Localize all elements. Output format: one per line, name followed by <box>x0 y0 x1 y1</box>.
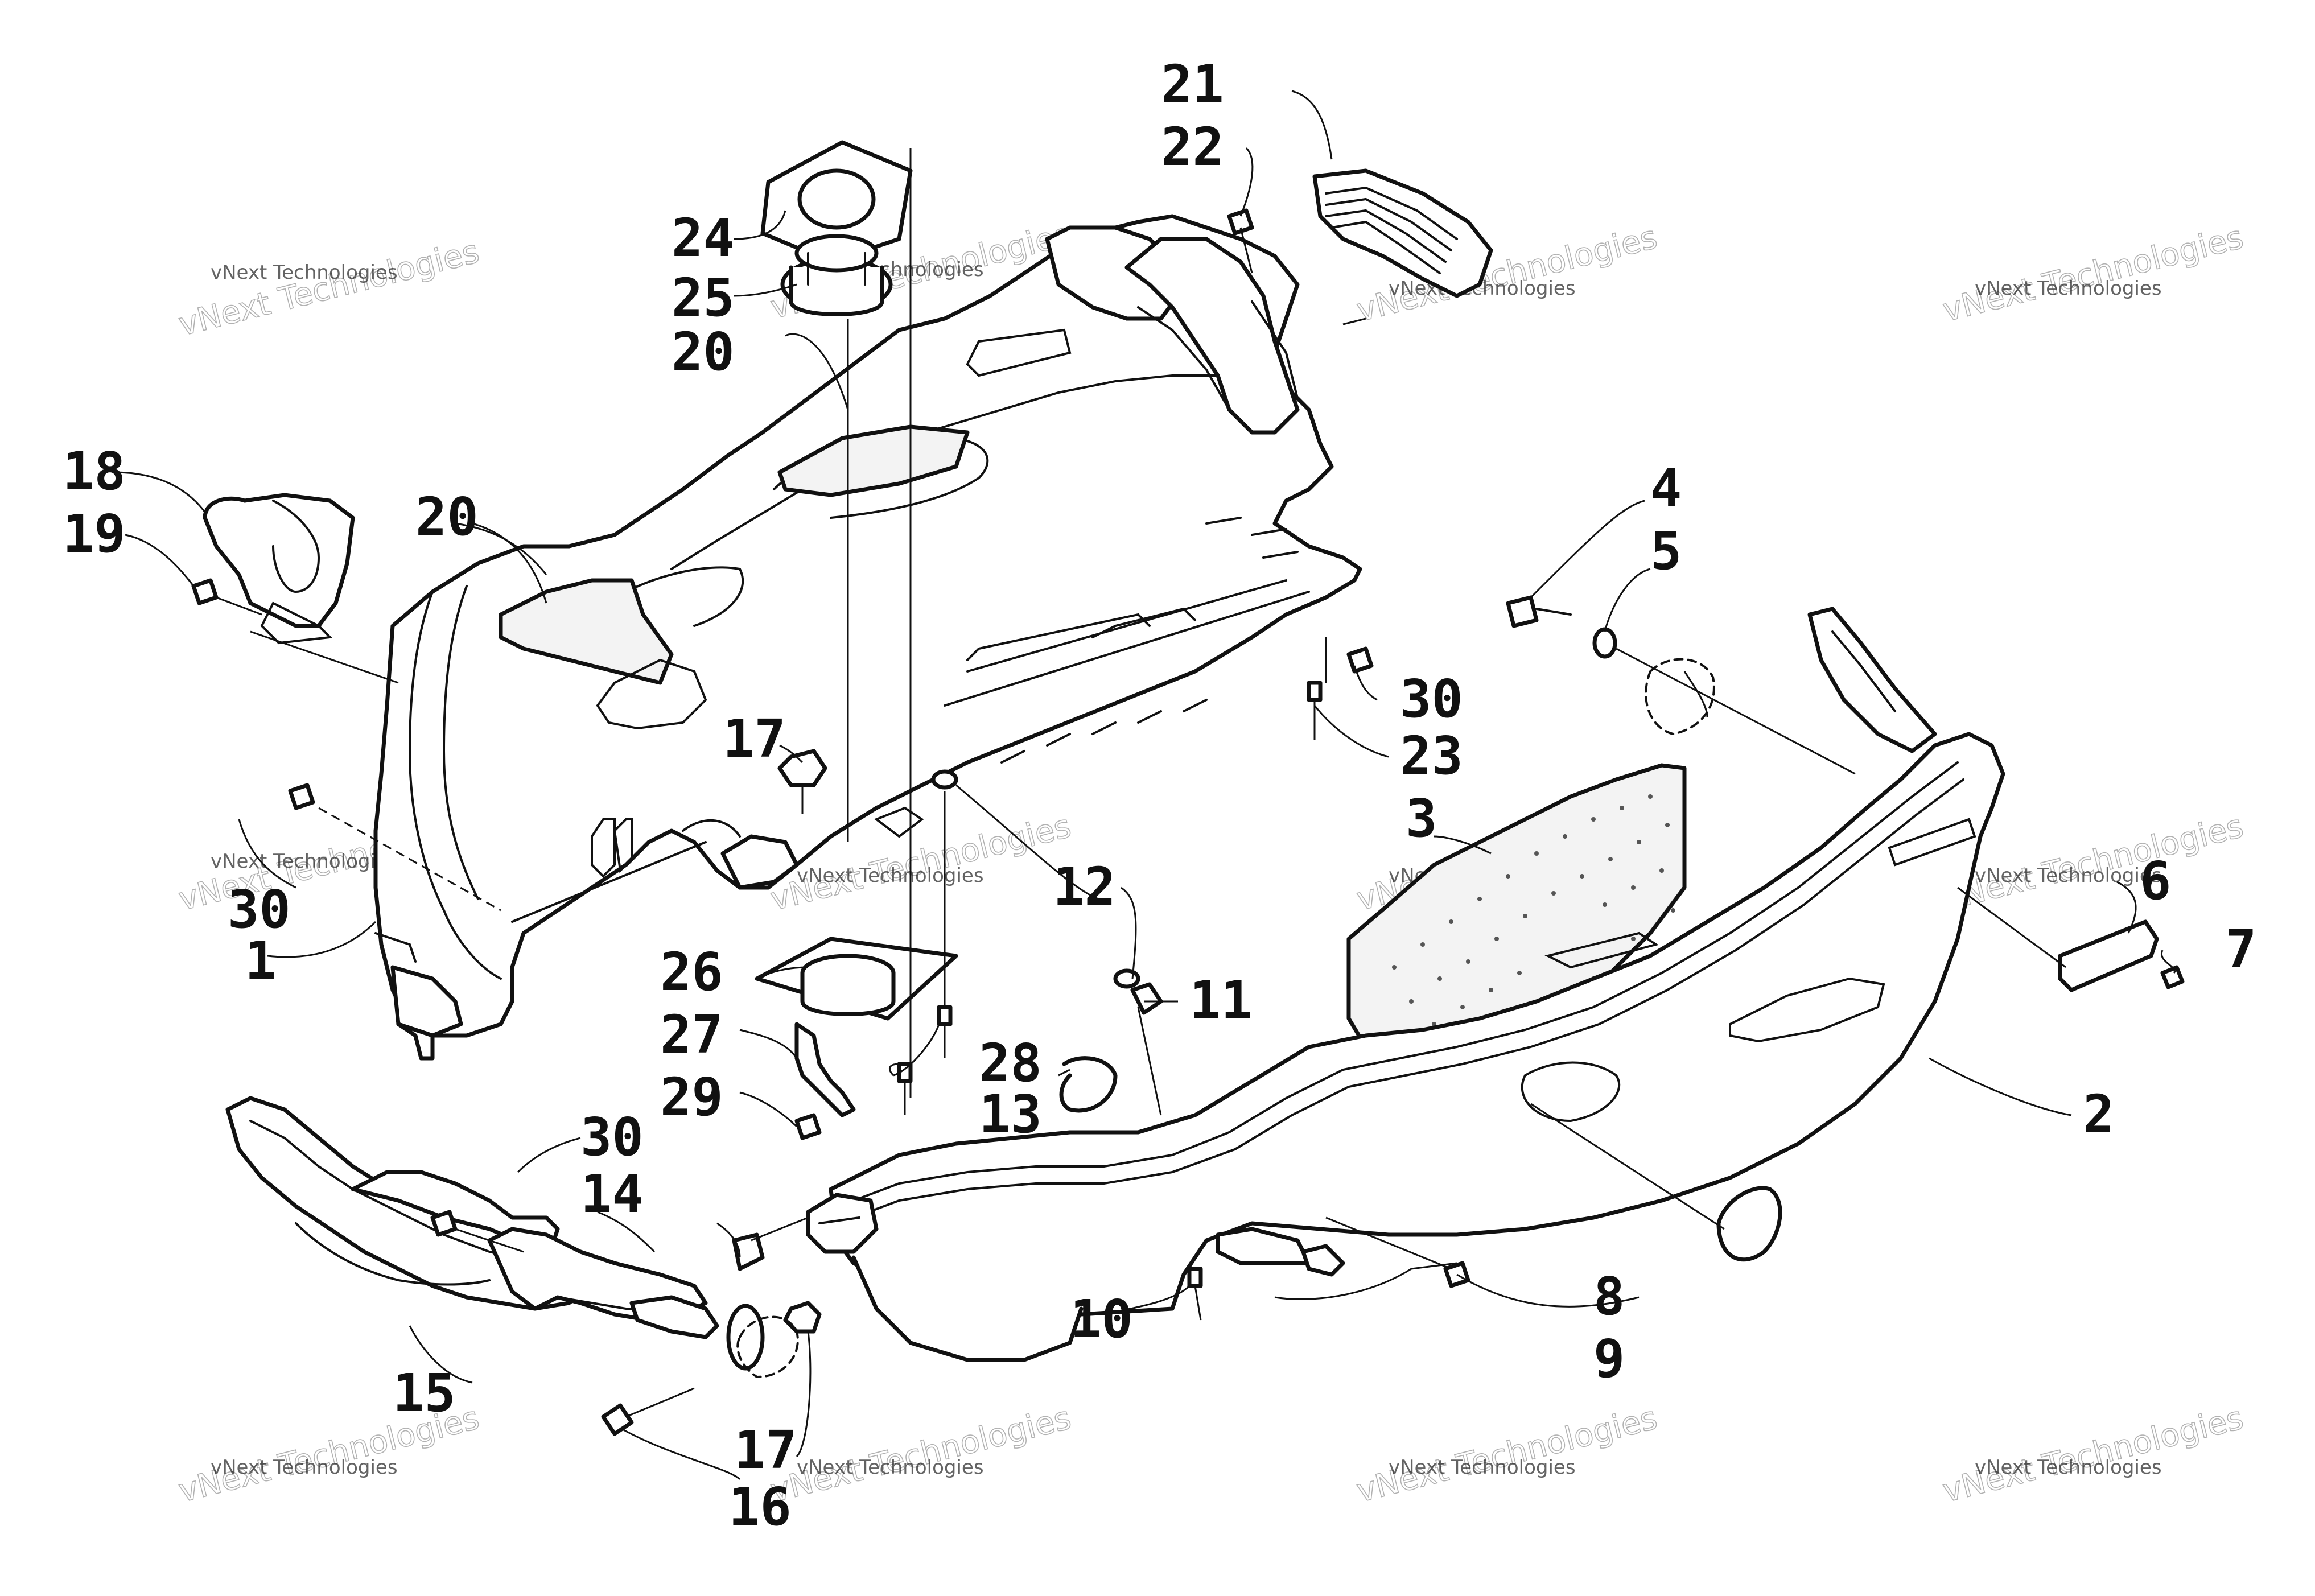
part-30-screw-b <box>288 783 315 810</box>
part-28-rivet-b <box>937 1005 953 1026</box>
part-4-bolt <box>1506 595 1539 628</box>
part-22-screw <box>1227 208 1254 236</box>
part-30-screw-c <box>430 1210 458 1237</box>
part-17-nut-top <box>777 749 827 787</box>
callout-10: 10 <box>1070 1289 1133 1350</box>
callout-2: 2 <box>2083 1084 2114 1145</box>
part-19-screw <box>191 578 219 605</box>
watermark-1: vNext Technologies vNext Technologies <box>175 233 483 344</box>
part-12-washer <box>931 769 958 790</box>
part-23-rivet <box>1307 681 1323 702</box>
watermark-10: vNext Technologies vNext Technologies <box>767 1399 1075 1511</box>
hardware <box>191 140 2185 1436</box>
leader-lines <box>113 90 2176 1480</box>
part-13-clip <box>1059 1056 1118 1113</box>
part-6-reflector <box>2058 919 2159 992</box>
svg-text:vNext Technologies: vNext Technologies <box>211 1456 398 1479</box>
foam-texture <box>1392 794 1675 1026</box>
svg-text:vNext Technologies: vNext Technologies <box>1389 1456 1576 1479</box>
svg-text:vNext Technologies: vNext Technologies <box>797 864 984 887</box>
part-1-belly-pan <box>373 214 1362 1061</box>
callout-16: 16 <box>728 1477 792 1537</box>
part-27-clamp <box>794 1022 856 1117</box>
callout-22: 22 <box>1161 117 1224 178</box>
callout-15: 15 <box>393 1363 456 1424</box>
callout-20-left: 20 <box>415 486 479 547</box>
part-10-rivet <box>1187 1267 1203 1288</box>
callout-1: 1 <box>245 930 276 991</box>
callout-18: 18 <box>63 441 126 502</box>
part-5-washer <box>1592 627 1617 659</box>
watermark-4: vNext Technologies vNext Technologies <box>1939 218 2247 330</box>
part-16-bolt <box>601 1403 634 1436</box>
part-18-boot <box>203 493 355 645</box>
part-11-clip <box>1130 982 1163 1015</box>
callout-25: 25 <box>672 267 735 328</box>
watermark-11: vNext Technologies vNext Technologies <box>1353 1399 1661 1511</box>
callout-17-bottom: 17 <box>734 1420 797 1480</box>
callout-24: 24 <box>672 208 735 269</box>
callout-27: 27 <box>660 1004 723 1065</box>
part-30-screw-a <box>1346 646 1374 674</box>
svg-text:vNext Technologies: vNext Technologies <box>767 1400 1075 1510</box>
part-8-cap <box>1716 1186 1782 1262</box>
callout-3: 3 <box>1406 788 1437 849</box>
callout-20-top: 20 <box>672 321 735 382</box>
callout-26: 26 <box>660 942 723 1003</box>
svg-text:vNext Technologies: vNext Technologies <box>1939 219 2247 329</box>
svg-text:vNext Technologies: vNext Technologies <box>1353 1400 1661 1510</box>
svg-text:vNext Technologies: vNext Technologies <box>211 261 398 284</box>
callout-19: 19 <box>63 504 126 564</box>
callout-29: 29 <box>660 1067 723 1128</box>
svg-text:vNext Technologies: vNext Technologies <box>211 850 398 873</box>
callout-5: 5 <box>1650 521 1682 582</box>
part-21-grille <box>1312 168 1493 298</box>
svg-text:vNext Technologies: vNext Technologies <box>1975 277 2162 300</box>
callout-9: 9 <box>1593 1329 1625 1389</box>
callout-14: 14 <box>580 1164 644 1224</box>
callout-30-right: 30 <box>1400 669 1463 729</box>
callout-7: 7 <box>2225 919 2256 980</box>
part-25-grommet <box>780 234 893 316</box>
part-2-side-panel <box>806 607 2005 1362</box>
part-29-bolt <box>794 1113 822 1140</box>
callout-13: 13 <box>979 1084 1042 1145</box>
part-17-nut-bottom <box>783 1301 822 1334</box>
callout-6: 6 <box>2140 851 2171 912</box>
callout-30-bottom: 30 <box>580 1107 644 1168</box>
part-15-bumper <box>225 1096 719 1339</box>
callout-23: 23 <box>1400 725 1463 786</box>
svg-text:vNext Technologies: vNext Technologies <box>1975 1456 2162 1479</box>
callouts: 1 2 3 4 5 6 7 8 9 10 11 12 13 14 15 16 1… <box>63 54 2256 1537</box>
watermark-12: vNext Technologies vNext Technologies <box>1939 1399 2247 1511</box>
callout-4: 4 <box>1650 458 1682 519</box>
svg-text:vNext Technologies: vNext Technologies <box>1939 1400 2247 1510</box>
callout-30-left: 30 <box>228 879 291 940</box>
callout-12: 12 <box>1053 856 1116 917</box>
callout-28: 28 <box>979 1033 1042 1094</box>
svg-text:vNext Technologies: vNext Technologies <box>175 233 483 344</box>
callout-8: 8 <box>1593 1266 1625 1327</box>
assembly-lines <box>216 148 2066 1418</box>
svg-text:vNext Technologies: vNext Technologies <box>1975 864 2162 887</box>
part-26-plate <box>755 937 958 1021</box>
callout-17-top: 17 <box>723 708 786 769</box>
callout-11: 11 <box>1189 970 1253 1031</box>
part-7-screw <box>2160 965 2185 989</box>
callout-21: 21 <box>1161 54 1224 115</box>
part-14-nut <box>732 1232 765 1271</box>
svg-text:vNext Technologies: vNext Technologies <box>797 1456 984 1479</box>
